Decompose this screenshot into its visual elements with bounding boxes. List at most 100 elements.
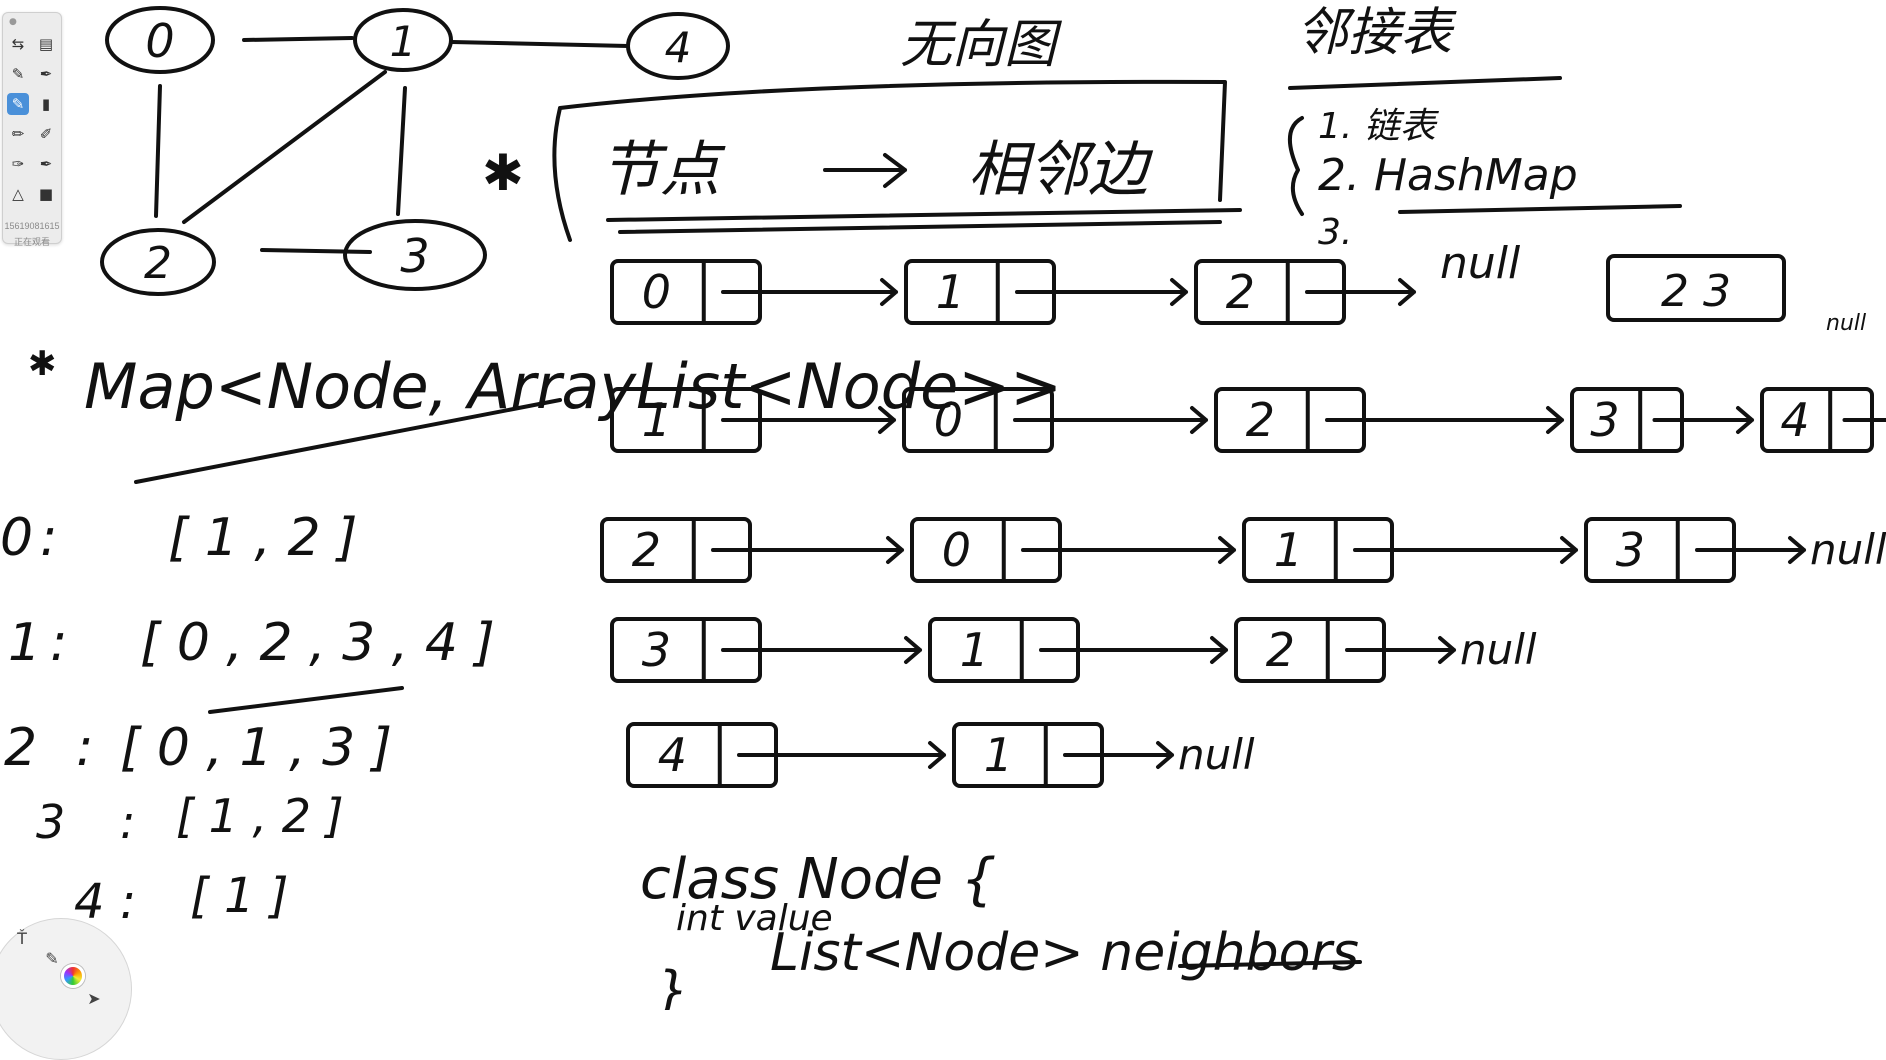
- list-next-arrow: [723, 280, 896, 304]
- map-star-mark: ✱: [28, 344, 57, 384]
- impl-item-3: 3.: [1318, 212, 1352, 253]
- list-node-value: 2: [1266, 623, 1295, 677]
- array-row-1-underline: [210, 688, 402, 712]
- class-def-line-3: List<Node> neighbors: [770, 923, 1359, 983]
- list-node-value: 3: [1616, 523, 1645, 577]
- map-signature: Map<Node, ArrayList<Node>>: [84, 350, 1062, 423]
- fill-icon[interactable]: ■: [35, 183, 57, 205]
- list-next-arrow: [1355, 538, 1576, 562]
- list-tail-null: null: [1826, 311, 1866, 336]
- array-row-0-colon: :: [40, 508, 58, 568]
- list-node-value: 1: [984, 728, 1013, 782]
- star-mark: ✱: [482, 144, 524, 202]
- graph-node-2-label: 2: [144, 238, 172, 289]
- title-adjacency-list: 邻接表: [1296, 3, 1457, 63]
- pointer-icon[interactable]: ➤: [83, 989, 105, 1008]
- list-node-value: 2: [1226, 265, 1255, 319]
- node-to-edges-arrow: [825, 155, 905, 186]
- edge-1-4: [452, 42, 628, 46]
- list-next-arrow: [1655, 408, 1753, 432]
- list-next-arrow: [723, 638, 920, 662]
- radial-tool-wheel: Ť ✎ ➤: [0, 918, 132, 1060]
- null-label-row-1: null: [1440, 238, 1521, 289]
- edge-0-2: [156, 86, 160, 216]
- edge-1-2: [184, 72, 385, 222]
- list-node-value: 4: [658, 728, 687, 782]
- graph-node-1-label: 1: [390, 17, 417, 66]
- array-row-1-value: [ 0 , 2 , 3 , 4 ]: [140, 613, 495, 673]
- array-row-0-key: 0: [0, 508, 33, 568]
- pen-icon[interactable]: ✎: [7, 63, 29, 85]
- edge-2-3: [262, 250, 370, 252]
- marker-icon[interactable]: ▮: [35, 93, 57, 115]
- list-node-value: 3: [642, 623, 671, 677]
- array-row-2-key: 2: [4, 718, 37, 778]
- list-node-value: 0: [942, 523, 971, 577]
- array-row-3-key: 3: [36, 795, 65, 849]
- layers-icon[interactable]: ▤: [35, 33, 57, 55]
- list-tail-null: null: [1810, 525, 1886, 574]
- list-next-arrow: [1023, 538, 1234, 562]
- graph-node-0-label: 0: [145, 14, 174, 68]
- tool-palette: ● ⇆ ▤ ✎ ✒ ✎ ▮ ✏ ✐ ✑ ✒ △ ■ 15619081615 正在…: [2, 12, 62, 244]
- list-tail-null: null: [1460, 625, 1537, 674]
- array-row-1-key: 1: [8, 613, 41, 673]
- edge-1-3: [398, 88, 405, 214]
- list-node-value: 1: [1274, 523, 1303, 577]
- brush-icon[interactable]: ✐: [35, 123, 57, 145]
- adjacent-edges-label: 相邻边: [968, 135, 1154, 205]
- list-node-value: 2: [632, 523, 661, 577]
- list-next-arrow: [1041, 638, 1226, 662]
- palette-close-icon[interactable]: ●: [9, 17, 17, 27]
- array-row-4-value: [ 1 ]: [190, 868, 289, 924]
- list-node-value: 1: [642, 393, 671, 447]
- list-node-value: 0: [934, 393, 963, 447]
- viewing-status: 正在观看: [3, 235, 61, 248]
- pen-active-icon[interactable]: ✎: [7, 93, 29, 115]
- color-wheel-icon[interactable]: [61, 964, 85, 988]
- extra-node-values: 2 3: [1661, 266, 1731, 317]
- underline-adjacency-list: [1290, 78, 1560, 88]
- adjacency-arrays: 0 : [ 1 , 2 ] 1 : [ 0 , 2 , 3 , 4 ] 2 : …: [0, 508, 495, 930]
- list-node-value: 1: [936, 265, 965, 319]
- list-next-arrow: [1347, 638, 1454, 662]
- list-next-arrow: [1307, 280, 1414, 304]
- graph-node-3-label: 3: [400, 229, 429, 283]
- array-row-1-colon: :: [50, 613, 68, 673]
- array-row-2-value: [ 0 , 1 , 3 ]: [120, 718, 392, 778]
- list-node-value: 4: [1780, 393, 1809, 447]
- pencil-icon[interactable]: ✏: [7, 123, 29, 145]
- impl-item-2: 2. HashMap: [1318, 150, 1578, 201]
- array-row-2-colon: :: [76, 718, 94, 778]
- array-row-3-value: [ 1 , 2 ]: [176, 789, 344, 843]
- session-id: 15619081615: [3, 221, 61, 231]
- ink-pen-icon[interactable]: ✒: [35, 153, 57, 175]
- list-next-arrow: [1697, 538, 1804, 562]
- whiteboard-canvas[interactable]: 0 1 4 2 3 无向图 邻接表 ✱ 节点 相邻边 1. 链表 2. Hash…: [0, 0, 1886, 1010]
- node-to-edges-underline: [608, 210, 1240, 232]
- list-node-value: 0: [642, 265, 671, 319]
- impl-item-1: 1. 链表: [1318, 106, 1440, 147]
- edge-0-1: [244, 38, 352, 40]
- list-node-value: 2: [1246, 393, 1275, 447]
- array-row-0-value: [ 1 , 2 ]: [168, 508, 357, 568]
- list-node-value: 3: [1590, 393, 1619, 447]
- calligraphy-icon[interactable]: ✑: [7, 153, 29, 175]
- list-node-value: 1: [960, 623, 989, 677]
- list-next-arrow: [1065, 743, 1172, 767]
- class-def-line-4: }: [656, 961, 689, 1010]
- list-next-arrow: [1017, 280, 1186, 304]
- list-tail-null: null: [1178, 730, 1255, 779]
- fountain-pen-icon[interactable]: ✒: [35, 63, 57, 85]
- impl-item-2-underline: [1400, 206, 1680, 212]
- eyedropper-icon[interactable]: ✎: [41, 949, 63, 968]
- eraser-icon[interactable]: △: [7, 183, 29, 205]
- text-tool-icon[interactable]: Ť: [11, 929, 33, 948]
- swap-icon[interactable]: ⇆: [7, 33, 29, 55]
- node-label: 节点: [600, 135, 726, 205]
- list-next-arrow: [739, 743, 944, 767]
- impl-list-brace: [1290, 118, 1302, 214]
- graph-node-4-label: 4: [665, 23, 692, 72]
- list-next-arrow: [713, 538, 902, 562]
- array-row-4-colon: :: [120, 874, 136, 930]
